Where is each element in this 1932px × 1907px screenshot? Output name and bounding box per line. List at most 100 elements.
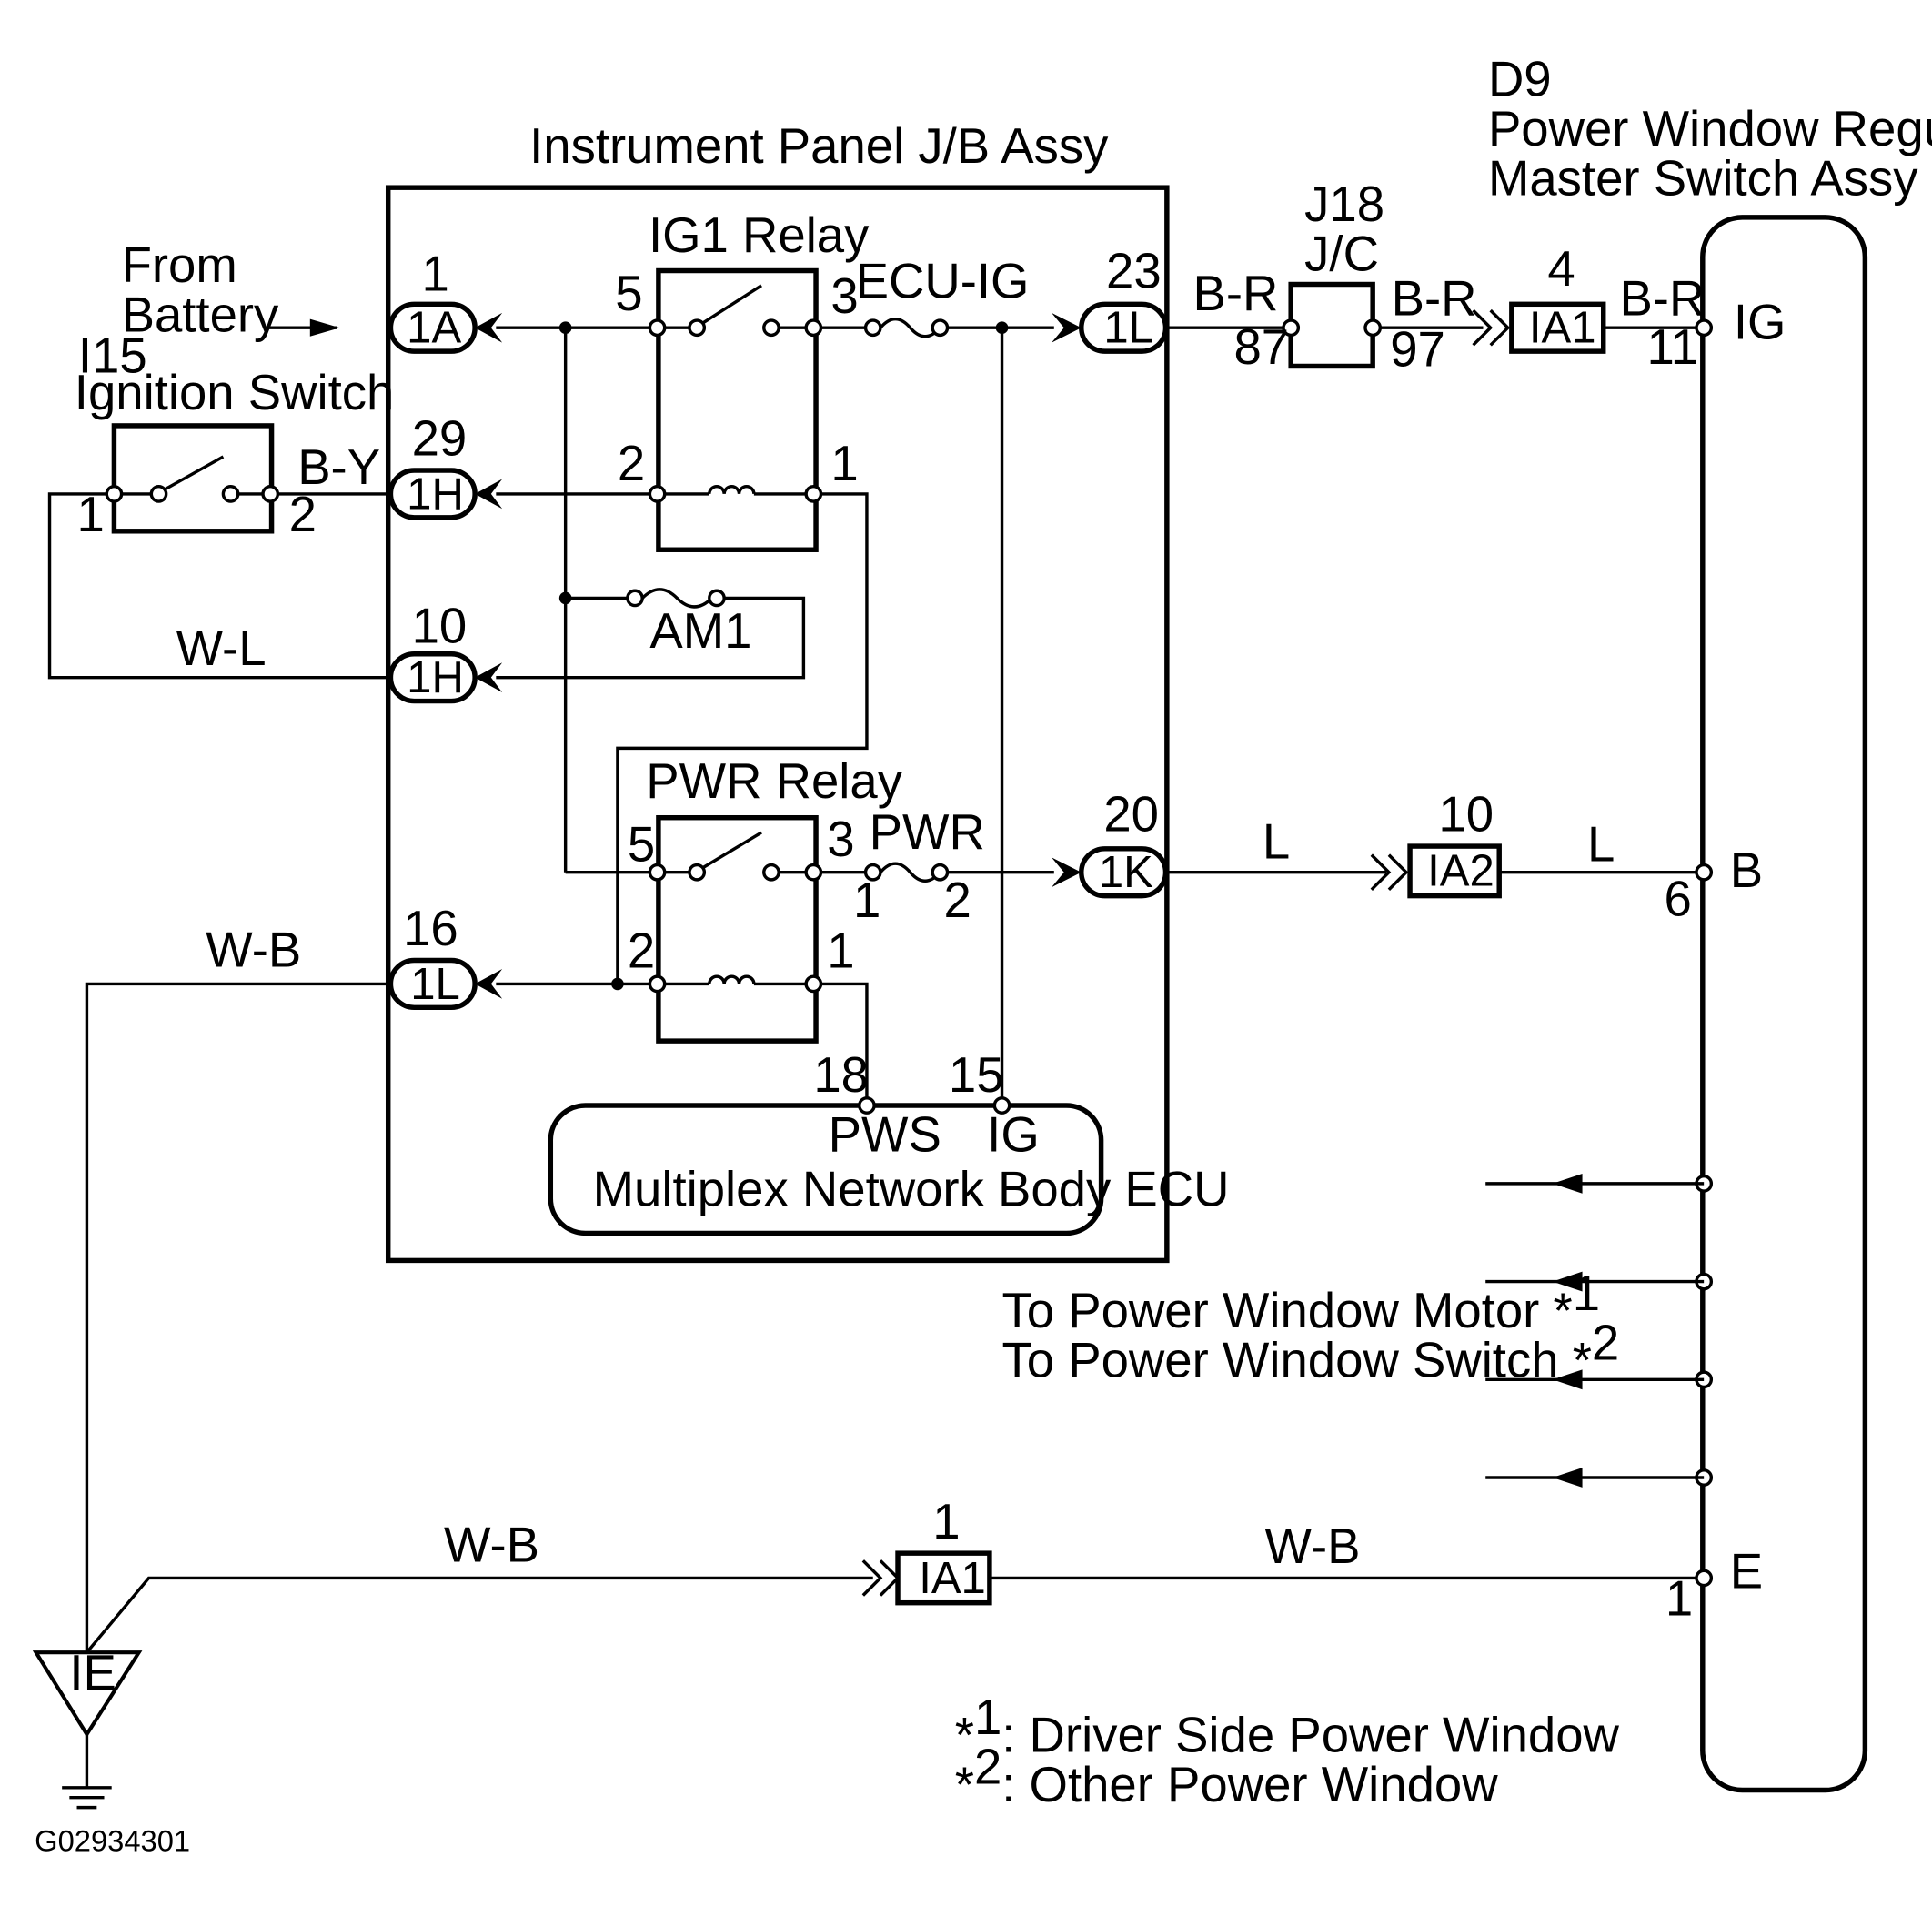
connector-1l-16: 16 1L: [387, 901, 503, 1011]
j18-code: J18: [1304, 177, 1384, 232]
d9-switch-body: [1700, 215, 1868, 1793]
pwr-relay-coil-icon: [708, 974, 756, 984]
connector-1h-29-pin: 29: [412, 411, 468, 467]
ecu-name: Multiplex Network Body ECU: [593, 1161, 1230, 1216]
j18-type: J/C: [1304, 227, 1379, 282]
connector-ia1-bottom-pin: 1: [932, 1494, 960, 1549]
wire-labels: B-Y W-L W-B B-R B-R B-R L L W-B W-B: [176, 266, 1706, 1574]
connector-1a: 1 1A: [387, 246, 503, 354]
ig1-relay-pin1: 1: [830, 436, 858, 491]
wire-label-w-l: W-L: [176, 621, 267, 676]
ecu-box: [548, 1103, 1104, 1236]
j18-box: [1288, 281, 1375, 369]
battery-label-line1: From: [122, 237, 237, 293]
connector-1h-10: 10 1H: [387, 598, 503, 704]
connector-1a-pin: 1: [422, 246, 449, 301]
connector-1l-23-pin: 23: [1106, 244, 1162, 299]
pwr-relay-pin1: 1: [827, 923, 854, 979]
connector-1l-16-arrow-icon: [475, 969, 503, 999]
ig1-relay-pin5: 5: [615, 266, 642, 321]
connector-1h-10-arrow-icon: [475, 662, 503, 693]
fuse-pwr-icon: [879, 862, 941, 883]
wire-label-w-b-left: W-B: [206, 922, 301, 977]
ig1-relay-pin3: 3: [830, 268, 858, 324]
d9-master-switch: D9 Power Window Regulator Master Switch …: [1488, 51, 1932, 1793]
connector-1l-23: 23 1L: [1052, 244, 1169, 354]
connector-ia1-bottom-code: IA1: [919, 1554, 986, 1603]
connector-1l-23-code: 1L: [1103, 304, 1153, 353]
connector-ia1-bottom: 1 IA1: [861, 1494, 992, 1606]
connector-1k: 20 1K: [1052, 787, 1169, 899]
d9-pin-ig: IG: [1734, 294, 1786, 349]
connector-1h-10-pin: 10: [412, 598, 468, 653]
fuse-pwr-pin2: 2: [943, 873, 971, 928]
connector-1h-10-code: 1H: [407, 653, 464, 702]
fuse-ecu-ig-icon: [879, 317, 941, 338]
connector-ia1-top-pin: 4: [1547, 241, 1575, 297]
wire-label-l-2: L: [1587, 816, 1615, 872]
footnote-2: *2: Other Power Window: [955, 1740, 1499, 1812]
connector-1k-pin: 20: [1103, 787, 1159, 843]
d9-pin-b-number: 6: [1665, 871, 1692, 926]
jb-assy: Instrument Panel J/B Assy IG1 Relay 5 3 …: [385, 118, 1230, 1264]
jb-enclosure: [385, 185, 1170, 1264]
footnotes: *1: Driver Side Power Window *2: Other P…: [955, 1690, 1620, 1812]
wire-label-b-r-1: B-R: [1192, 266, 1278, 321]
d9-name-line1: Power Window Regulator: [1488, 101, 1932, 156]
ecu-ig-pin: 15: [949, 1047, 1004, 1103]
wires: [47, 318, 1703, 1787]
connector-ia1-top: 4 IA1: [1472, 241, 1606, 354]
connector-1a-code: 1A: [407, 304, 461, 353]
fuse-pwr-label: PWR: [870, 804, 985, 860]
wire-label-b-r-3: B-R: [1619, 271, 1705, 327]
ground-ie: IE: [32, 1645, 143, 1810]
connector-1l-16-code: 1L: [410, 960, 460, 1009]
connector-1a-arrow-icon: [475, 312, 503, 343]
ignition-switch-pin2: 2: [289, 487, 317, 542]
connector-1h-29: 29 1H: [387, 411, 503, 520]
ground-code: IE: [69, 1645, 116, 1700]
pwr-relay-box: [656, 814, 819, 1044]
ignition-switch-code: I15: [78, 328, 147, 383]
output-arrow-icon: [1552, 1369, 1583, 1390]
ig1-relay-pin2: 2: [618, 436, 645, 491]
wire-label-l-1: L: [1263, 814, 1290, 870]
battery-label-line2: Battery: [122, 287, 279, 342]
output-label-line1: To Power Window Motor *1: [1002, 1266, 1600, 1338]
multiplex-network-body-ecu: 18 PWS 15 IG Multiplex Network Body ECU: [548, 1047, 1230, 1236]
jb-title: Instrument Panel J/B Assy: [529, 118, 1109, 174]
j18-pin-out: 97: [1390, 321, 1445, 377]
connector-ia1-top-code: IA1: [1529, 304, 1596, 353]
pwr-relay: PWR Relay 5 3 2 1: [628, 753, 903, 1044]
output-arrow-icon: [1552, 1468, 1583, 1488]
output-arrow-icon: [1552, 1271, 1583, 1292]
ig1-relay-label: IG1 Relay: [649, 207, 870, 263]
ignition-switch-pin1: 1: [77, 487, 105, 542]
connector-ia2-pin: 10: [1438, 787, 1494, 843]
connector-1l-23-arrow-icon: [1052, 312, 1082, 343]
connector-1h-29-arrow-icon: [475, 479, 503, 510]
wire-label-w-b-bottom-2: W-B: [1265, 1519, 1361, 1574]
ig1-relay-coil-icon: [708, 485, 756, 495]
wire-label-b-y: B-Y: [297, 439, 380, 495]
figure-id: G02934301: [35, 1823, 190, 1857]
connector-ia2: 10 IA2: [1370, 787, 1502, 899]
wire-label-w-b-bottom-1: W-B: [444, 1518, 539, 1573]
d9-name-line2: Master Switch Assy: [1488, 150, 1918, 206]
d9-code: D9: [1488, 51, 1552, 106]
battery-arrow-icon: [309, 318, 340, 337]
ignition-switch-name: Ignition Switch: [75, 365, 395, 420]
fuse-am1-icon: [640, 588, 713, 609]
output-arrows: [1485, 1173, 1705, 1488]
ig1-relay-box: [656, 267, 819, 552]
connector-1h-29-code: 1H: [407, 469, 464, 519]
pwr-relay-label: PWR Relay: [646, 753, 902, 809]
ecu-pws-pin: 18: [813, 1047, 869, 1103]
connector-1k-arrow-icon: [1052, 857, 1082, 888]
d9-pin-e-number: 1: [1665, 1570, 1693, 1626]
fuse-am1-label: AM1: [649, 603, 751, 659]
ignition-switch: I15 Ignition Switch 1 2: [75, 328, 395, 542]
footnote-1: *1: Driver Side Power Window: [955, 1690, 1620, 1762]
junction-dots: [558, 321, 1009, 991]
